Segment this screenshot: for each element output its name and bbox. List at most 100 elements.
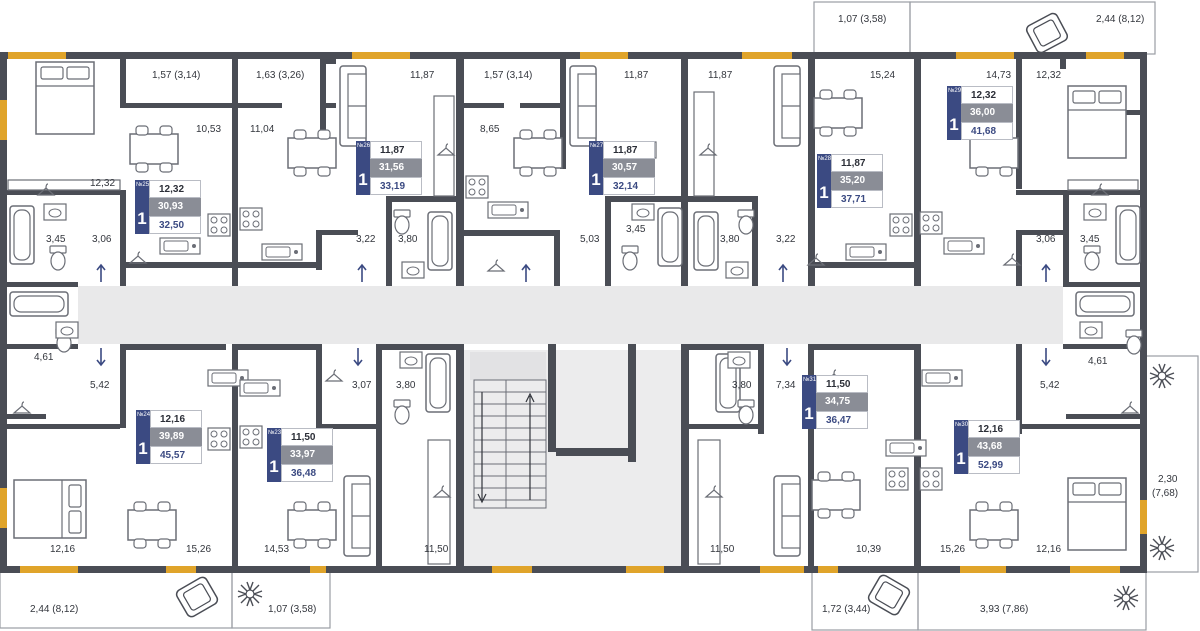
living-area: 11,50 xyxy=(281,428,333,446)
card-accent xyxy=(802,375,816,429)
apartment-card-24[interactable]: №24 1 12,16 39,89 45,57 xyxy=(136,410,202,464)
total-area-with-balcony: 32,14 xyxy=(603,177,655,195)
area-label: 7,34 xyxy=(776,380,796,391)
area-label: 4,61 xyxy=(34,352,54,363)
corridor xyxy=(78,286,1063,344)
area-label: 3,45 xyxy=(1080,234,1100,245)
total-area: 34,75 xyxy=(816,393,868,411)
room-count: 1 xyxy=(949,115,959,134)
total-area-with-balcony: 37,71 xyxy=(831,190,883,208)
room-count: 1 xyxy=(137,209,147,228)
area-label: 14,73 xyxy=(986,70,1012,81)
total-area-with-balcony: 32,50 xyxy=(149,216,201,234)
area-label: 2,44 (8,12) xyxy=(30,604,79,615)
card-accent xyxy=(589,141,603,195)
total-area: 33,97 xyxy=(281,446,333,464)
room-count: 1 xyxy=(956,449,966,468)
area-label: 11,50 xyxy=(710,544,735,555)
living-area: 12,16 xyxy=(150,410,202,428)
area-label: 1,07 (3,58) xyxy=(268,604,317,615)
apartment-number: №23 xyxy=(268,430,282,436)
total-area-with-balcony: 36,47 xyxy=(816,411,868,429)
total-area: 30,57 xyxy=(603,159,655,177)
apartment-card-29[interactable]: №29 1 12,32 36,00 41,68 xyxy=(947,86,1013,140)
sofa-icon xyxy=(343,475,371,557)
area-label: 11,87 xyxy=(624,70,649,81)
plant-icon xyxy=(237,581,263,607)
area-label: 12,16 xyxy=(50,544,76,555)
dining-table-icon xyxy=(287,501,337,549)
area-label: 3,45 xyxy=(626,224,646,235)
apartment-card-25[interactable]: №25 1 12,32 30,93 32,50 xyxy=(135,180,201,234)
area-label: 3,80 xyxy=(398,234,418,245)
area-label: 3,80 xyxy=(720,234,740,245)
card-accent xyxy=(267,428,281,482)
total-area: 36,00 xyxy=(961,104,1013,122)
total-area: 31,56 xyxy=(370,159,422,177)
sofa-icon xyxy=(569,65,597,147)
total-area-with-balcony: 52,99 xyxy=(968,456,1020,474)
apartment-number: №29 xyxy=(948,88,962,94)
room-count: 1 xyxy=(358,170,368,189)
apartment-number: №28 xyxy=(818,156,832,162)
card-accent xyxy=(817,154,831,208)
apartment-card-23[interactable]: №23 1 11,50 33,97 36,48 xyxy=(267,428,333,482)
total-area-with-balcony: 33,19 xyxy=(370,177,422,195)
card-accent xyxy=(135,180,149,234)
area-label: 1,72 (3,44) xyxy=(822,604,871,615)
area-label: 3,45 xyxy=(46,234,66,245)
area-label: 2,44 (8,12) xyxy=(1096,14,1145,25)
windows xyxy=(0,52,1147,573)
dining-table-icon xyxy=(811,471,861,519)
plant-icon xyxy=(1149,363,1175,389)
total-area: 39,89 xyxy=(150,428,202,446)
bed-icon xyxy=(13,479,87,539)
area-label: 1,63 (3,26) xyxy=(256,70,305,81)
area-label: 1,57 (3,14) xyxy=(152,70,201,81)
card-accent xyxy=(356,141,370,195)
apartment-number: №25 xyxy=(136,182,150,188)
walls xyxy=(0,52,1147,573)
living-area: 11,87 xyxy=(603,141,655,159)
area-label: 1,07 (3,58) xyxy=(838,14,887,25)
area-label: 3,22 xyxy=(356,234,376,245)
apartment-card-28[interactable]: №28 1 11,87 35,20 37,71 xyxy=(817,154,883,208)
area-label: 3,22 xyxy=(776,234,796,245)
room-count: 1 xyxy=(804,404,814,423)
armchair-icon xyxy=(1024,11,1070,55)
dining-table-icon xyxy=(813,89,863,137)
wardrobe xyxy=(7,91,1139,565)
area-label: 10,39 xyxy=(856,544,882,555)
area-label: 11,50 xyxy=(424,544,449,555)
card-accent xyxy=(947,86,961,140)
sofa-icon xyxy=(773,65,801,147)
apartment-card-26[interactable]: №26 1 11,87 31,56 33,19 xyxy=(356,141,422,195)
room-count: 1 xyxy=(138,439,148,458)
card-accent xyxy=(954,420,968,474)
area-label: 3,93 (7,86) xyxy=(980,604,1029,615)
apartment-card-27[interactable]: №27 1 11,87 30,57 32,14 xyxy=(589,141,655,195)
area-label: 3,06 xyxy=(92,234,112,245)
plant-icon xyxy=(1149,535,1175,561)
area-label: 3,06 xyxy=(1036,234,1056,245)
apartment-card-30[interactable]: №30 1 12,16 43,68 52,99 xyxy=(954,420,1020,474)
area-label: 15,24 xyxy=(870,70,896,81)
area-label: 12,32 xyxy=(90,178,116,189)
apartment-card-31[interactable]: №31 1 11,50 34,75 36,47 xyxy=(802,375,868,429)
area-label: 3,07 xyxy=(352,380,372,391)
apartment-number: №27 xyxy=(590,143,604,149)
total-area: 35,20 xyxy=(831,172,883,190)
dining-table-icon xyxy=(513,129,563,177)
area-label: 11,04 xyxy=(250,124,275,135)
area-label: 15,26 xyxy=(186,544,212,555)
living-area: 12,32 xyxy=(149,180,201,198)
room-count: 1 xyxy=(591,170,601,189)
total-area: 30,93 xyxy=(149,198,201,216)
area-label: 1,57 (3,14) xyxy=(484,70,533,81)
area-label: 5,42 xyxy=(90,380,110,391)
area-label: 12,16 xyxy=(1036,544,1062,555)
area-label: 2,30 xyxy=(1158,474,1178,485)
apartment-number: №30 xyxy=(955,422,969,428)
living-area: 11,50 xyxy=(816,375,868,393)
